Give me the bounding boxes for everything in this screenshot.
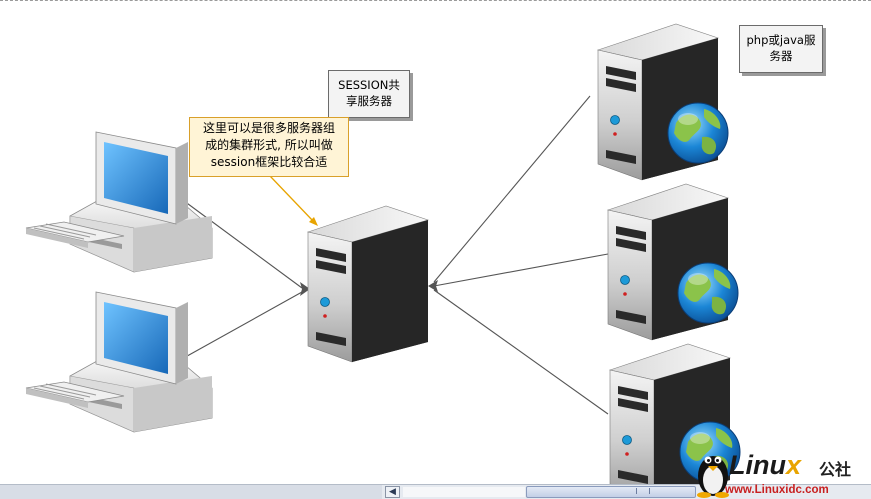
callout-pointer (269, 175, 315, 223)
watermark-brand-cn: 公社 (819, 460, 852, 479)
globe-1-icon (667, 102, 729, 164)
globe-2-icon (677, 262, 739, 324)
connector-session-app3 (433, 289, 609, 415)
connector-session-app2 (433, 253, 609, 287)
network-diagram (25, 23, 741, 484)
connector-lines (179, 95, 609, 415)
scrollbar-track[interactable] (403, 487, 525, 497)
callout-cluster-note: 这里可以是很多服务器组 成的集群形式, 所以叫做 session框架比较合适 (189, 117, 349, 177)
watermark-logo: Linux 公社 www.Linuxidc.com (693, 446, 871, 499)
callout-pointer-head (309, 217, 318, 226)
connector-pc1-session (179, 197, 303, 289)
connector-session-app1 (433, 95, 591, 283)
tux-penguin-icon (697, 456, 729, 498)
scrollbar-grip-icon (636, 488, 650, 494)
session-server-icon (307, 205, 429, 363)
scrollbar-thumb[interactable] (526, 486, 696, 498)
note-session-server: SESSION共 享服务器 (328, 70, 410, 118)
connector-pc2-session (179, 291, 303, 361)
note-app-server: php或java服 务器 (739, 25, 823, 73)
scrollbar-left-area (0, 485, 382, 499)
scroll-left-button[interactable]: ◀ (385, 486, 400, 498)
arrowhead-right (428, 280, 438, 292)
horizontal-scrollbar[interactable]: ◀ (0, 484, 871, 499)
connector-arrowheads (300, 280, 438, 296)
watermark-url: www.Linuxidc.com (725, 484, 829, 496)
arrowhead-left (300, 282, 310, 296)
client-computer-2-icon (25, 291, 213, 433)
chevron-left-icon: ◀ (389, 487, 396, 497)
client-computer-1-icon (25, 131, 213, 273)
watermark-brand: Linux (729, 450, 802, 480)
page-top-border (0, 0, 871, 5)
